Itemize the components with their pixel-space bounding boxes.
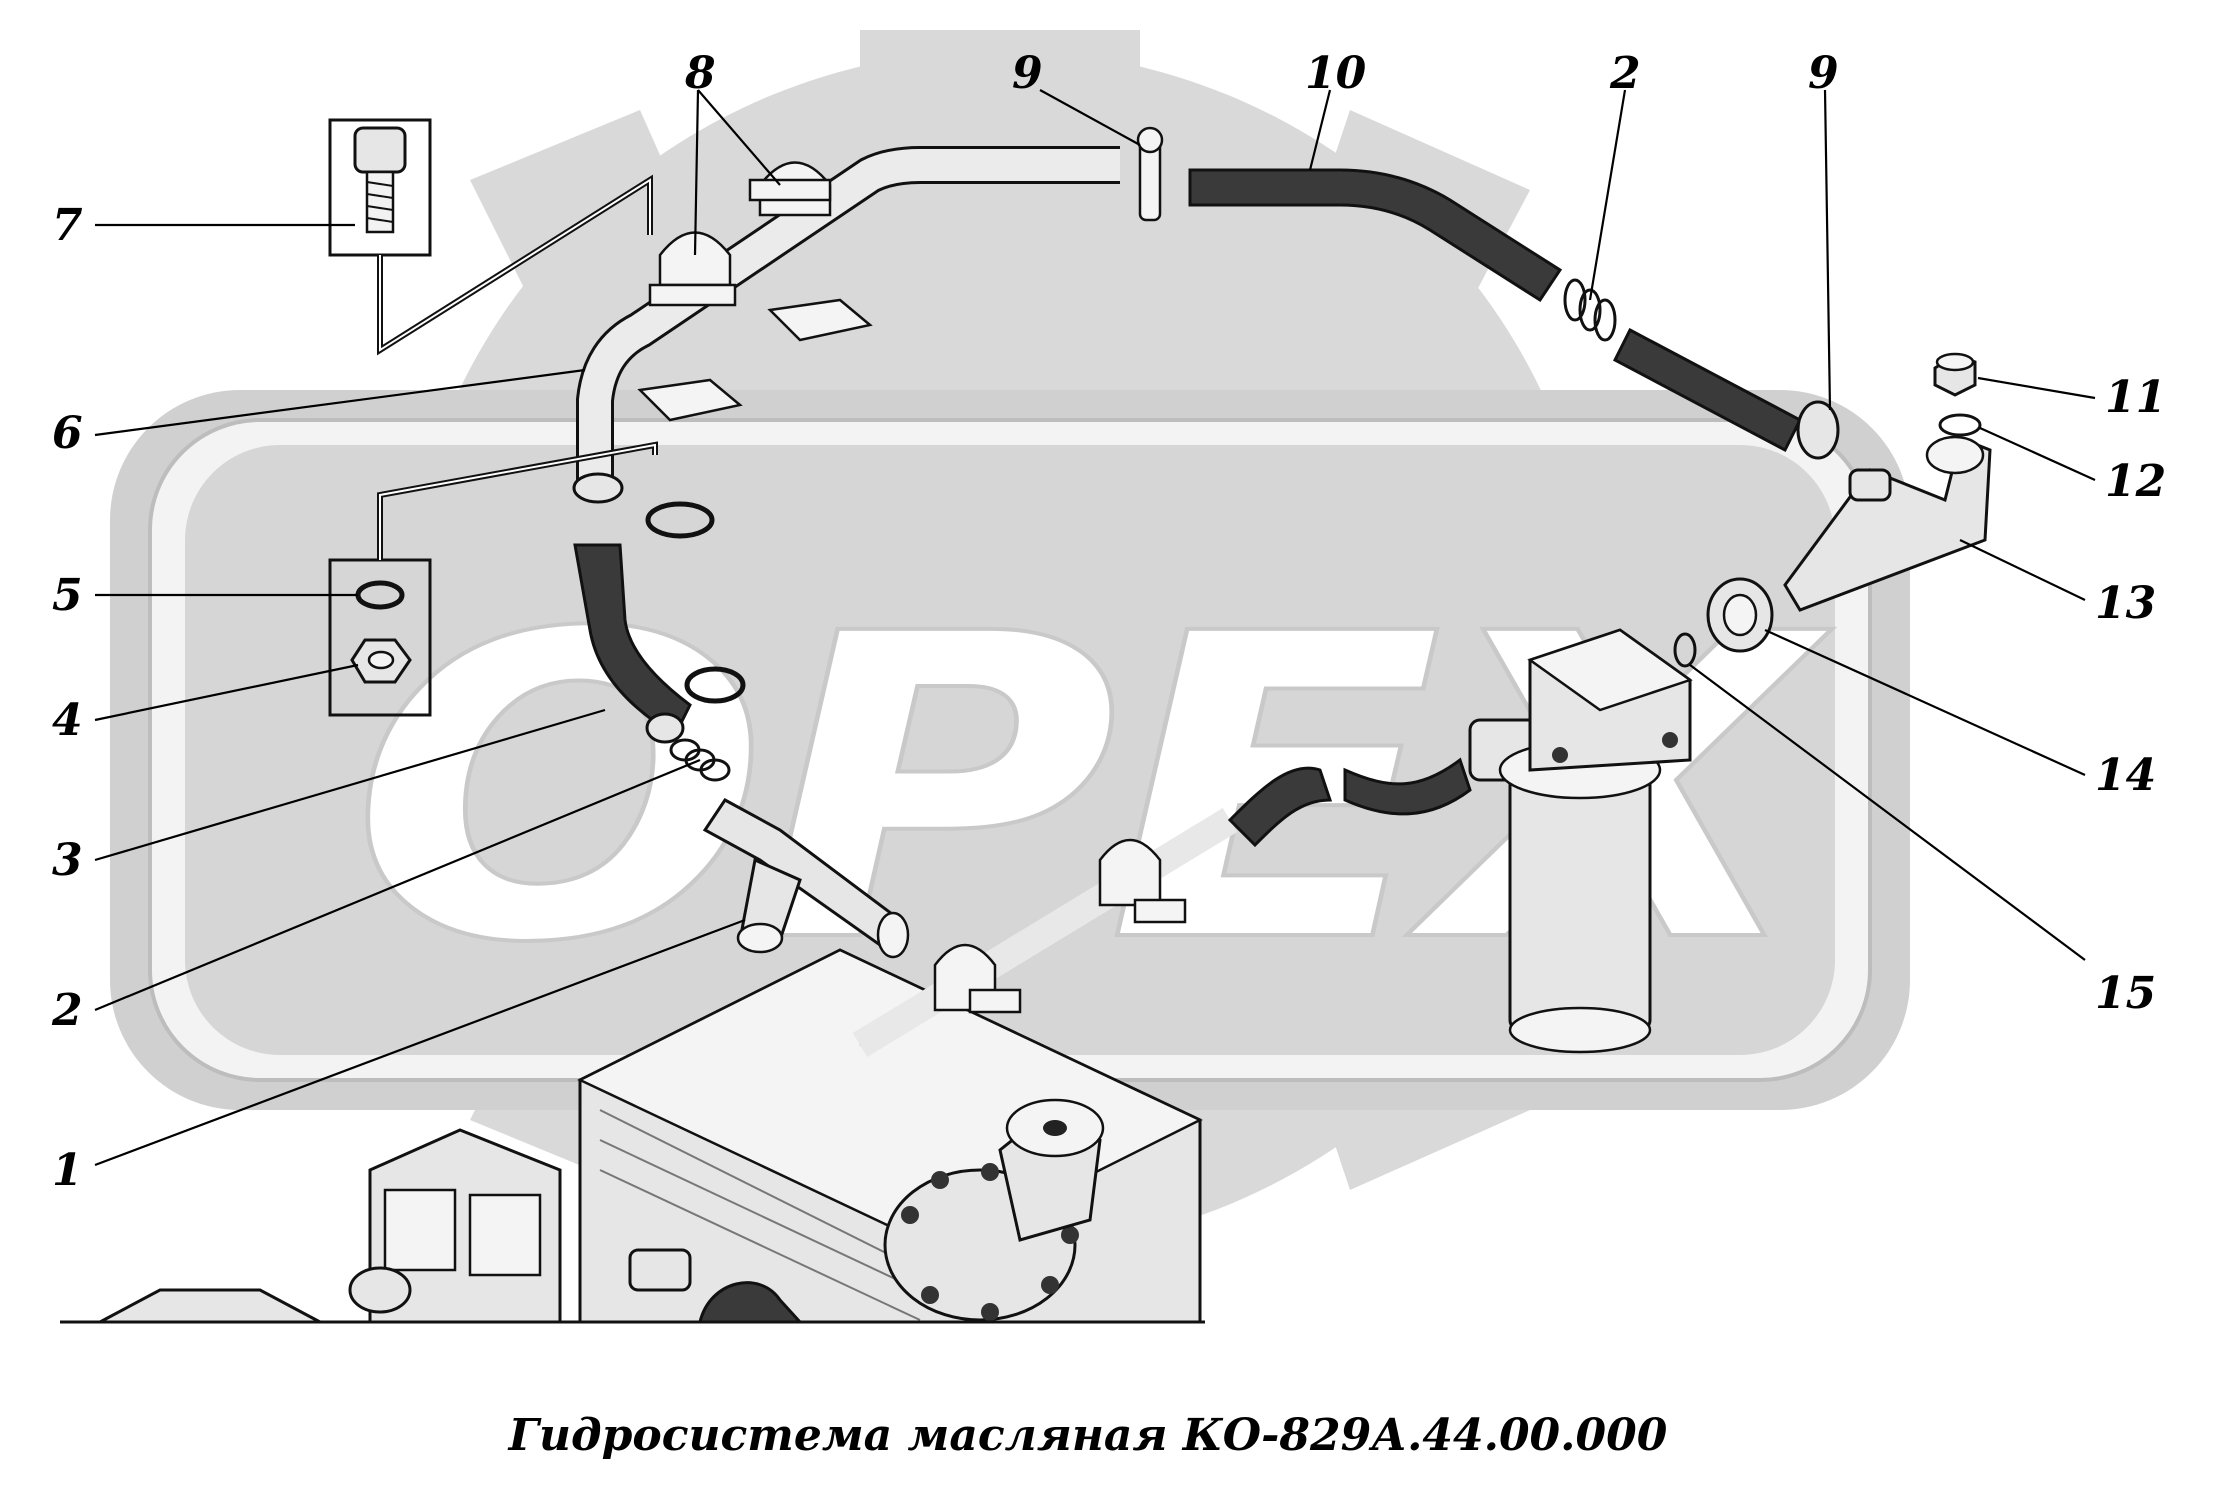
oil-tank-assembly <box>0 948 2217 1503</box>
callout-15: 15 <box>2095 968 2156 1019</box>
callout-8: 8 <box>684 48 716 99</box>
callout-6: 6 <box>52 408 83 459</box>
oil-filter <box>1498 628 1693 1054</box>
left-branch <box>328 118 910 959</box>
callout-14: 14 <box>2095 750 2156 801</box>
callout-2-top: 2 <box>1609 48 1641 99</box>
callout-12: 12 <box>2105 456 2166 507</box>
return-line <box>572 126 1992 668</box>
callout-9-right: 9 <box>1808 48 1839 99</box>
callout-numbers: 7 8 9 10 2 9 6 11 12 13 5 4 14 3 2 15 1 <box>51 48 2166 1196</box>
callout-1: 1 <box>52 1145 83 1196</box>
callout-10: 10 <box>1305 48 1367 99</box>
callout-5: 5 <box>52 570 83 621</box>
callout-11: 11 <box>2105 372 2166 423</box>
callout-13: 13 <box>2095 578 2156 629</box>
leader-lines <box>94 89 2096 1167</box>
callout-9-top: 9 <box>1012 48 1043 99</box>
diagram-caption: Гидросистема масляная КО-829А.44.00.000 <box>507 1410 1668 1461</box>
callout-4: 4 <box>52 695 83 746</box>
callout-2-left: 2 <box>51 985 83 1036</box>
callout-7: 7 <box>52 200 83 251</box>
watermark: OPEX <box>110 30 1910 1270</box>
callout-3: 3 <box>52 835 83 886</box>
